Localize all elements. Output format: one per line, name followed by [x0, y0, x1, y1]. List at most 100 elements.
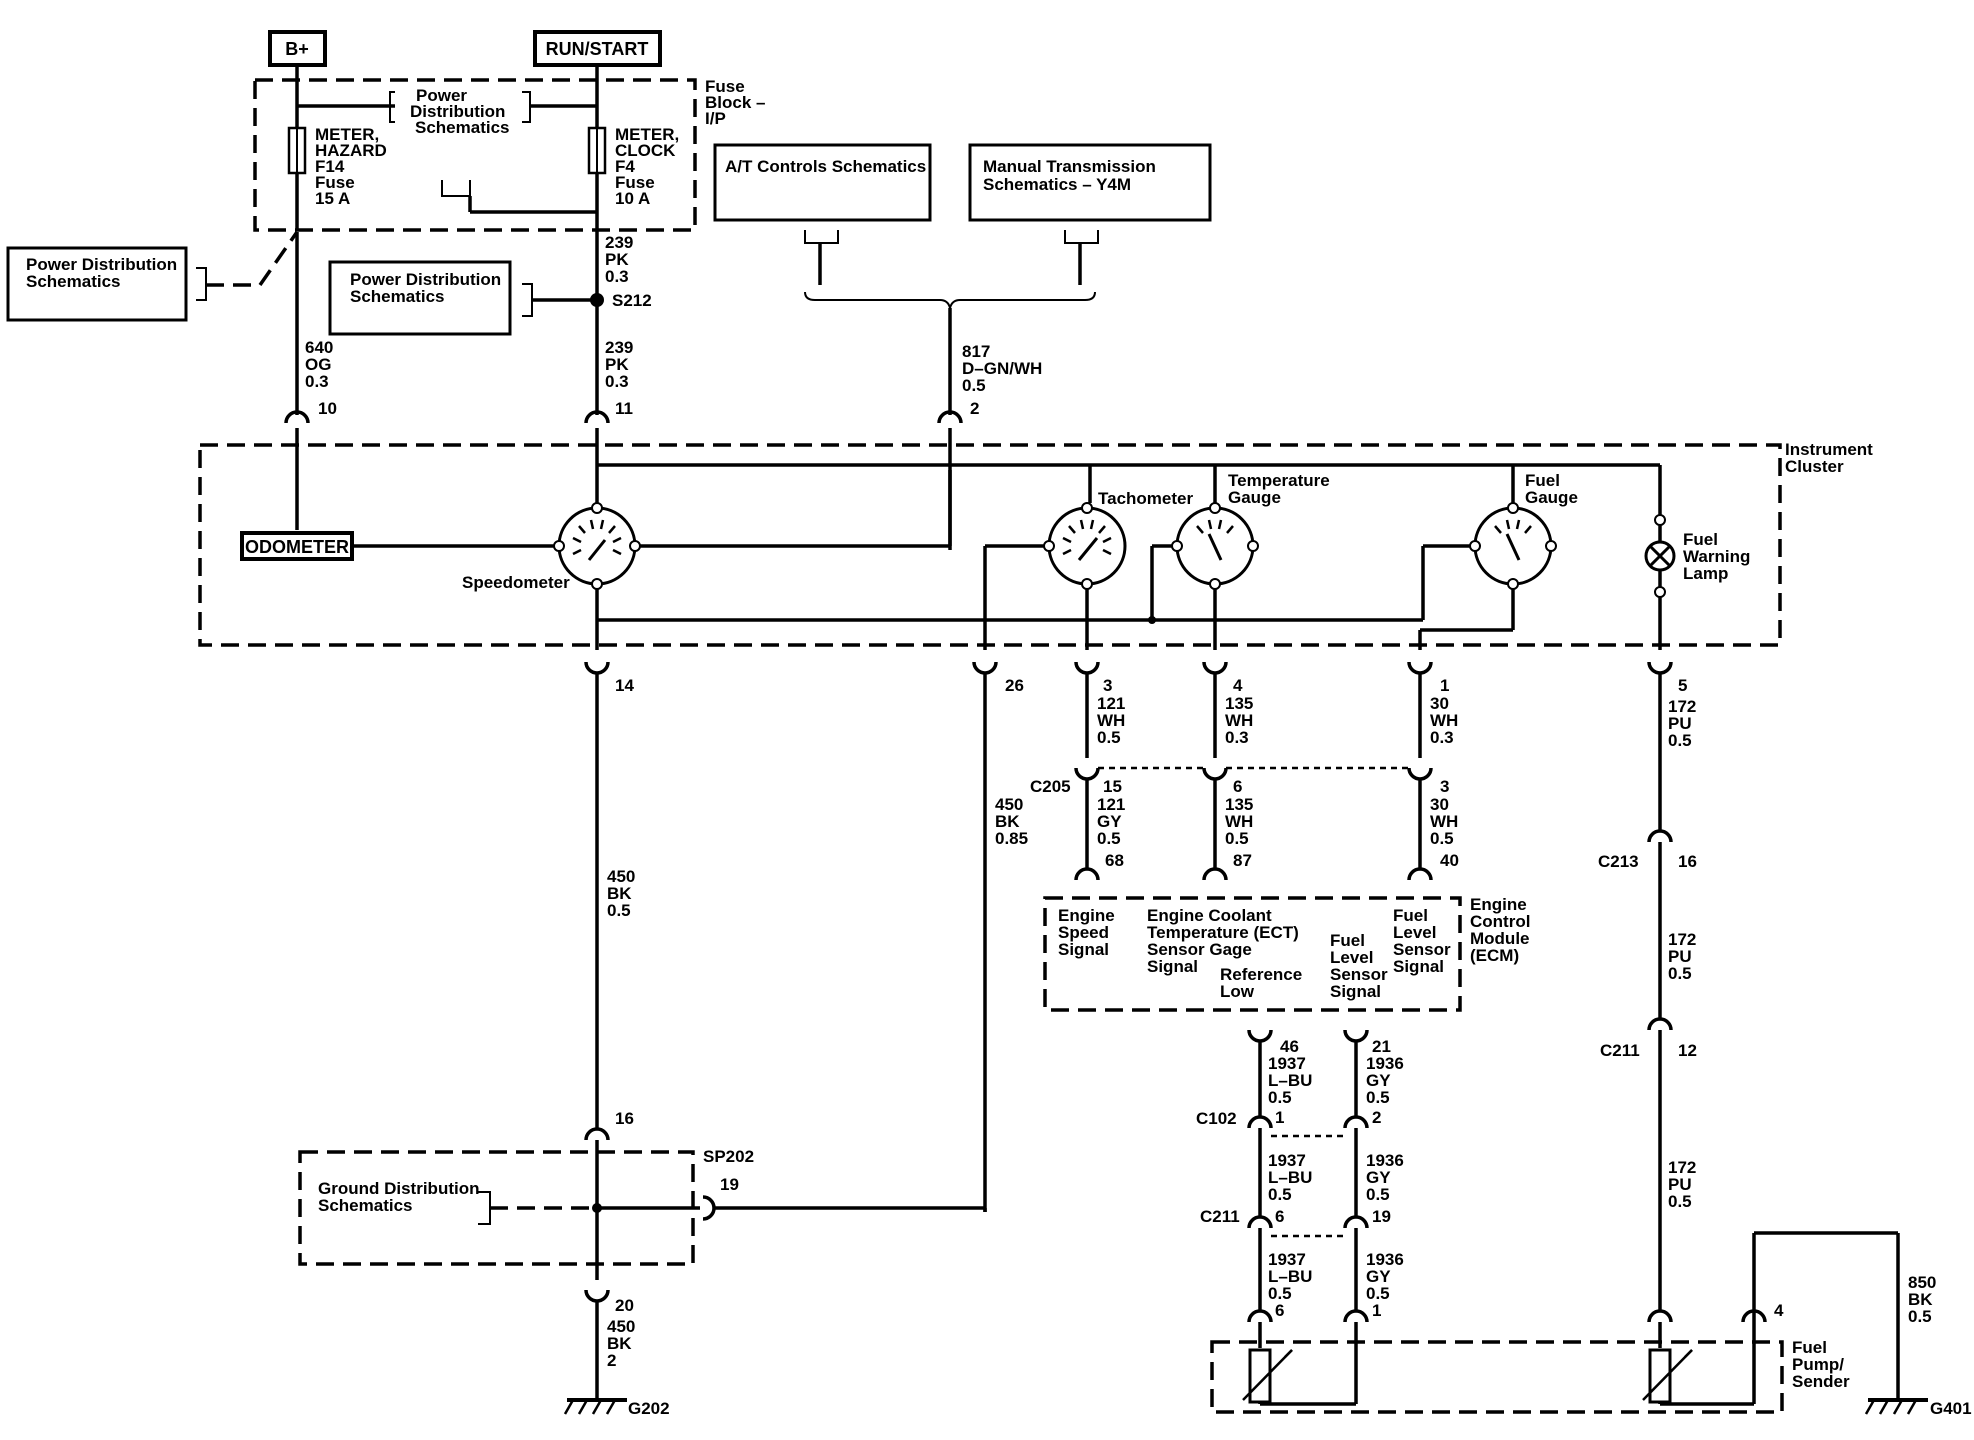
- splice-sp202: SP202 Ground Distribution Schematics 19: [298, 1147, 754, 1266]
- svg-text:1937: 1937: [1268, 1151, 1306, 1170]
- svg-text:16: 16: [615, 1109, 634, 1128]
- svg-text:Level: Level: [1330, 948, 1373, 967]
- svg-text:Power Distribution: Power Distribution: [26, 255, 177, 274]
- svg-text:METER,: METER,: [615, 125, 679, 144]
- svg-text:172: 172: [1668, 1158, 1696, 1177]
- svg-text:BK: BK: [1908, 1290, 1933, 1309]
- at-controls-ref: A/T Controls Schematics: [713, 143, 932, 285]
- svg-text:Signal: Signal: [1058, 940, 1109, 959]
- svg-text:GY: GY: [1366, 1168, 1391, 1187]
- wire-1936-a-label: 1936 GY 0.5: [1366, 1054, 1404, 1107]
- svg-text:L–BU: L–BU: [1268, 1071, 1312, 1090]
- svg-text:0.5: 0.5: [1430, 829, 1454, 848]
- wire-1936-b-label: 1936 GY 0.5: [1366, 1151, 1404, 1204]
- svg-text:0.5: 0.5: [1366, 1284, 1390, 1303]
- svg-text:C102: C102: [1196, 1109, 1237, 1128]
- svg-text:PK: PK: [605, 250, 629, 269]
- svg-text:Engine: Engine: [1058, 906, 1115, 925]
- svg-text:121: 121: [1097, 694, 1125, 713]
- svg-text:Pump/: Pump/: [1792, 1355, 1844, 1374]
- wire-30-upper-label: 30 WH 0.3: [1430, 694, 1458, 747]
- wire-172-lower-label: 172 PU 0.5: [1668, 1158, 1696, 1211]
- pds-left-ref: Power Distribution Schematics: [6, 230, 299, 322]
- wire-1937-a-label: 1937 L–BU 0.5: [1268, 1054, 1312, 1107]
- svg-text:G202: G202: [628, 1399, 670, 1418]
- svg-text:Fuel: Fuel: [1683, 530, 1718, 549]
- svg-text:RUN/START: RUN/START: [546, 39, 649, 59]
- svg-text:PU: PU: [1668, 947, 1692, 966]
- temperature-gauge: Temperature Gauge: [1171, 471, 1330, 590]
- svg-text:METER,: METER,: [315, 125, 379, 144]
- svg-text:1936: 1936: [1366, 1054, 1404, 1073]
- svg-text:C205: C205: [1030, 777, 1071, 796]
- svg-text:Level: Level: [1393, 923, 1436, 942]
- svg-text:0.85: 0.85: [995, 829, 1028, 848]
- fuse-pds-ref: Power Distribution Schematics: [410, 86, 510, 137]
- svg-text:817: 817: [962, 342, 990, 361]
- svg-text:1936: 1936: [1366, 1151, 1404, 1170]
- svg-text:Fuel: Fuel: [1792, 1338, 1827, 1357]
- wire-121-lower-label: 121 GY 0.5: [1097, 795, 1125, 848]
- pds-mid-ref: Power Distribution Schematics S212: [328, 260, 652, 336]
- svg-text:Schematics: Schematics: [415, 118, 510, 137]
- svg-text:Sensor: Sensor: [1330, 965, 1388, 984]
- svg-text:WH: WH: [1430, 711, 1458, 730]
- svg-text:PU: PU: [1668, 714, 1692, 733]
- ground-g202: G202: [563, 1398, 670, 1418]
- svg-text:WH: WH: [1225, 812, 1253, 831]
- svg-text:0.5: 0.5: [1668, 964, 1692, 983]
- svg-text:Instrument: Instrument: [1785, 440, 1873, 459]
- svg-text:1937: 1937: [1268, 1250, 1306, 1269]
- wire-239-upper-label: 239 PK 0.3: [605, 233, 633, 286]
- wire-450-c-label: 450 BK 2: [607, 1317, 635, 1370]
- svg-text:C211: C211: [1200, 1207, 1240, 1226]
- svg-text:Fuel: Fuel: [1525, 471, 1560, 490]
- svg-text:4: 4: [1774, 1301, 1784, 1320]
- svg-text:6: 6: [1275, 1301, 1284, 1320]
- fuel-pump-sender: Fuel Pump/ Sender 4: [1210, 1301, 1850, 1414]
- svg-text:Engine Coolant: Engine Coolant: [1147, 906, 1272, 925]
- fuse-block: Fuse Block – I/P Power Distribution Sche…: [253, 65, 765, 232]
- svg-text:10: 10: [318, 399, 337, 418]
- wire-817-label: 817 D–GN/WH 0.5: [962, 342, 1042, 395]
- svg-text:3: 3: [1440, 777, 1449, 796]
- cluster-top-connectors: 10 11 2: [284, 399, 979, 424]
- connector-pin16: 16: [584, 1109, 634, 1141]
- svg-text:15 A: 15 A: [315, 189, 350, 208]
- wire-135-upper-label: 135 WH 0.3: [1225, 694, 1253, 747]
- svg-text:Reference: Reference: [1220, 965, 1302, 984]
- svg-text:15: 15: [1103, 777, 1122, 796]
- wire-450-b-label: 450 BK 0.85: [995, 795, 1028, 848]
- wire-30-lower-label: 30 WH 0.5: [1430, 795, 1458, 848]
- svg-text:Signal: Signal: [1330, 982, 1381, 1001]
- wire-239-lower-label: 239 PK 0.3: [605, 338, 633, 391]
- svg-text:0.3: 0.3: [305, 372, 329, 391]
- svg-text:Power: Power: [416, 86, 467, 105]
- svg-text:640: 640: [305, 338, 333, 357]
- svg-text:21: 21: [1372, 1037, 1391, 1056]
- svg-text:172: 172: [1668, 930, 1696, 949]
- fuel-warning-lamp: Fuel Warning Lamp: [1644, 514, 1750, 598]
- svg-text:CLOCK: CLOCK: [615, 141, 676, 160]
- svg-text:0.5: 0.5: [1366, 1088, 1390, 1107]
- svg-text:Schematics – Y4M: Schematics – Y4M: [983, 175, 1131, 194]
- svg-text:0.5: 0.5: [1668, 731, 1692, 750]
- svg-text:PK: PK: [605, 355, 629, 374]
- svg-text:0.5: 0.5: [1225, 829, 1249, 848]
- svg-text:2: 2: [607, 1351, 616, 1370]
- svg-text:SP202: SP202: [703, 1147, 754, 1166]
- instrument-cluster: Instrument Cluster ODOMETER: [198, 428, 1873, 650]
- wire-135-lower-label: 135 WH 0.5: [1225, 795, 1253, 848]
- svg-text:40: 40: [1440, 851, 1459, 870]
- svg-text:Sender: Sender: [1792, 1372, 1850, 1391]
- svg-text:12: 12: [1678, 1041, 1697, 1060]
- svg-text:239: 239: [605, 338, 633, 357]
- svg-text:0.5: 0.5: [1268, 1088, 1292, 1107]
- wire-1937-c-label: 1937 L–BU 0.5 6: [1268, 1250, 1312, 1320]
- svg-text:172: 172: [1668, 697, 1696, 716]
- svg-text:0.3: 0.3: [605, 372, 629, 391]
- svg-text:19: 19: [720, 1175, 739, 1194]
- svg-text:Module: Module: [1470, 929, 1530, 948]
- wire-1937-b-label: 1937 L–BU 0.5: [1268, 1151, 1312, 1204]
- connector-c213: C213 16: [1598, 829, 1697, 871]
